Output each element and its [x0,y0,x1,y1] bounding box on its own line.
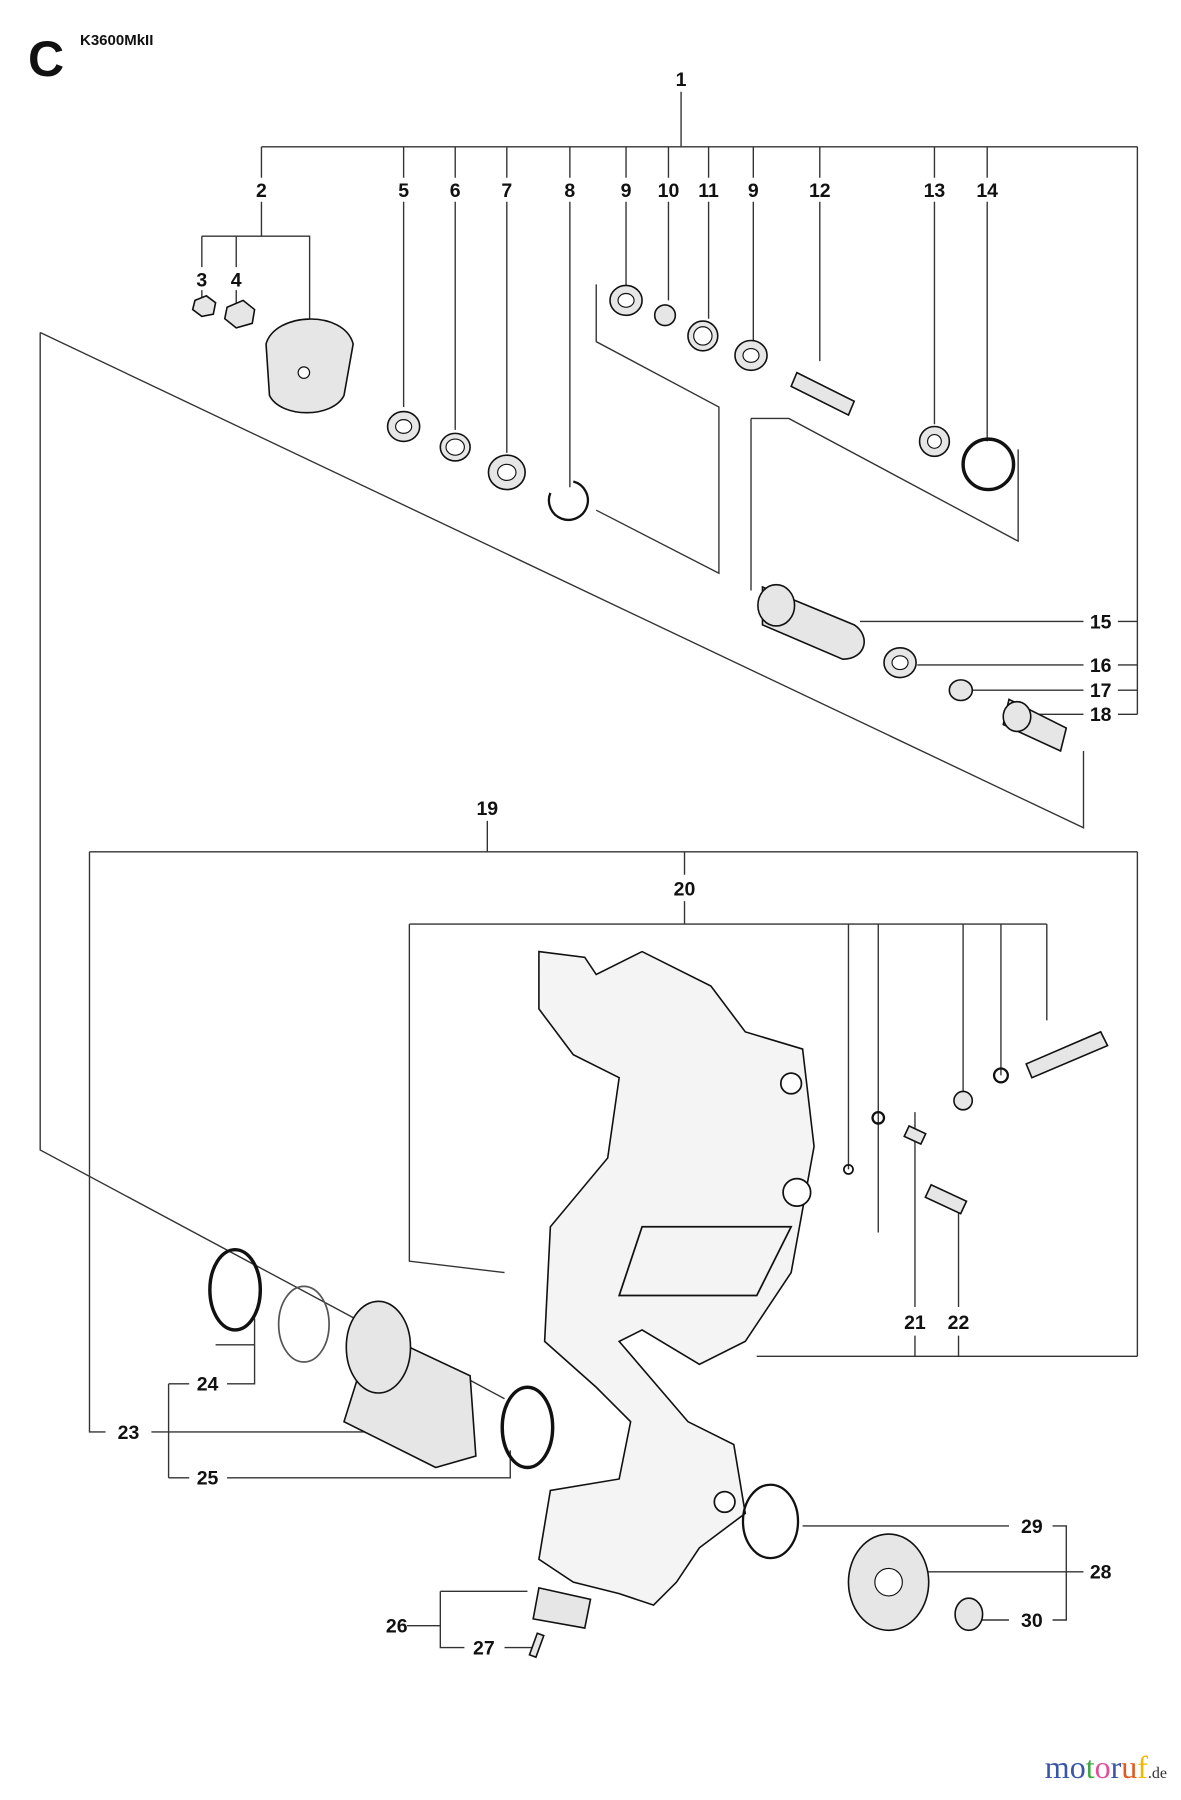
callout-2: 2 [256,180,267,202]
part-10-bushing [653,304,677,327]
part-3-nut [191,294,217,318]
part-17-pin [948,679,974,702]
callout-17: 17 [1090,680,1112,702]
callout-29: 29 [1021,1516,1043,1538]
part-18-plug [1002,698,1068,753]
part-16-spring [883,646,917,679]
callout-13: 13 [924,180,946,202]
part-23-cylinder [343,1300,477,1469]
callout-10: 10 [658,180,680,202]
callout-15: 15 [1090,611,1112,633]
part-8-circlip [547,480,590,521]
callout-labels: 1 2 3 4 5 6 7 8 9 10 11 9 12 13 14 15 16… [118,69,1112,1659]
part-5-seal [386,410,421,443]
part-25-o-ring [500,1385,555,1470]
callout-28: 28 [1090,1562,1112,1584]
part-26-block [532,1586,592,1629]
callout-5: 5 [398,180,409,202]
callout-20: 20 [674,878,696,900]
callout-7: 7 [501,180,512,202]
part-13-seal [918,425,951,458]
callout-6: 6 [450,180,461,202]
part-29-o-ring [741,1483,800,1560]
part-21-22-fittings [843,1030,1109,1215]
housing-20 [538,950,815,1607]
part-9-seal [609,284,643,317]
part-15-sleeve [757,583,865,661]
callout-4: 4 [231,270,242,292]
model-name: K3600MkII [80,32,154,49]
callout-9: 9 [621,180,632,202]
part-24-rings [208,1247,330,1363]
part-11-bearing [687,320,719,352]
callout-19: 19 [476,798,498,820]
part-30-clip [954,1597,984,1632]
callout-8: 8 [564,180,575,202]
callout-27: 27 [473,1637,495,1659]
callout-22: 22 [948,1312,970,1334]
part-4-washer [223,299,256,329]
callout-18: 18 [1090,704,1112,726]
callout-1: 1 [676,69,687,91]
callout-24: 24 [197,1374,219,1396]
callout-21: 21 [904,1312,926,1334]
part-14-o-ring [961,437,1016,492]
watermark-logo: motoruf.de [1044,1749,1167,1785]
callout-3: 3 [196,270,207,292]
callout-9b: 9 [748,180,759,202]
callout-11: 11 [698,180,719,202]
leader-lines [39,91,1139,1649]
callout-12: 12 [809,180,831,202]
callout-25: 25 [197,1468,219,1490]
callout-23: 23 [118,1422,140,1444]
section-letter: C [28,31,65,87]
callout-14: 14 [976,180,998,202]
callout-30: 30 [1021,1610,1043,1632]
part-6-bearing [439,432,471,462]
part-27-screw [528,1632,545,1659]
callout-26: 26 [386,1616,408,1638]
part-12-shaft [790,371,856,417]
part-9b-seal [734,339,768,372]
part-2-cap [265,318,354,414]
part-28-cap [847,1533,930,1632]
callout-16: 16 [1090,655,1112,677]
part-7-bearing [487,454,526,491]
